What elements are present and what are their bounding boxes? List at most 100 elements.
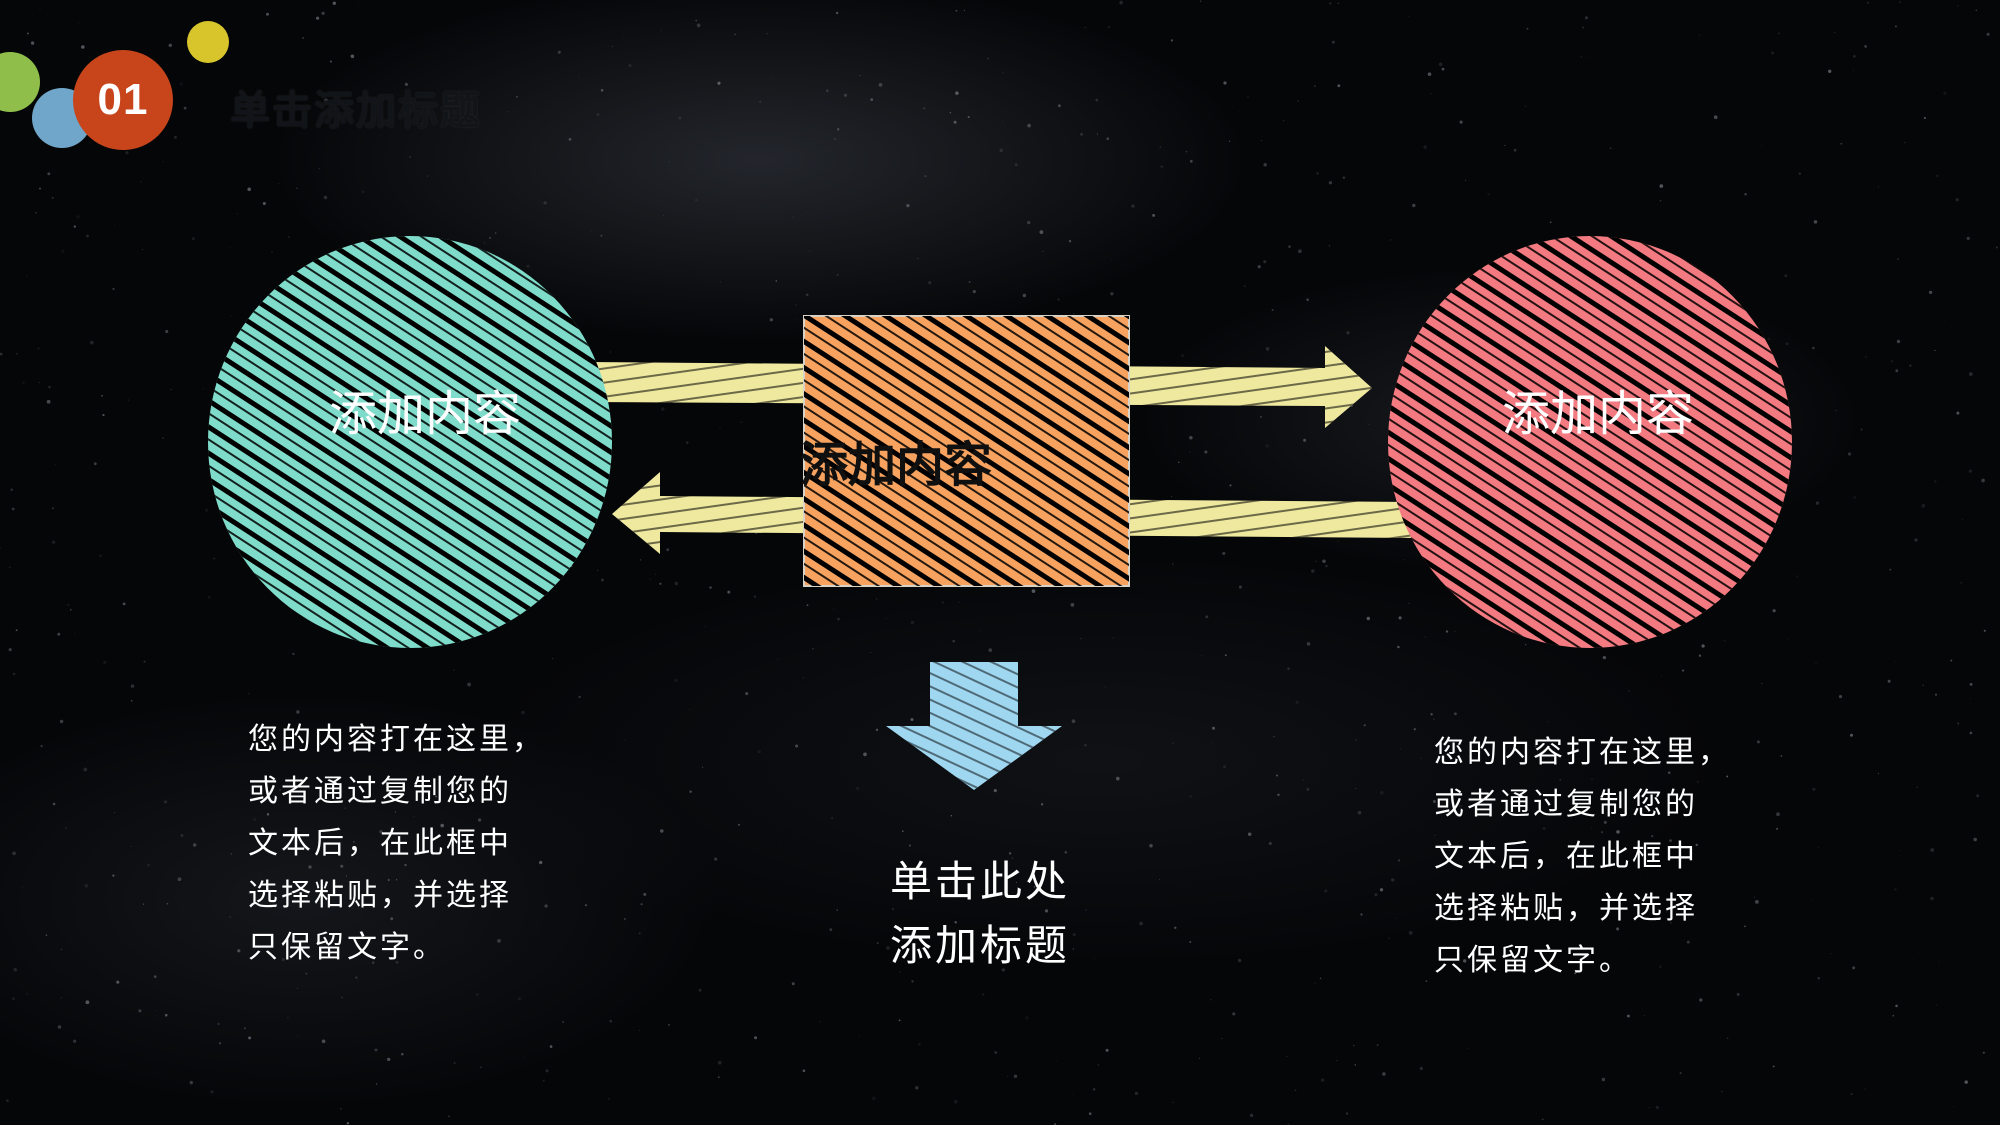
chalk-speck bbox=[1403, 559, 1405, 561]
chalk-speck bbox=[1134, 1091, 1139, 1096]
chalk-speck bbox=[660, 829, 664, 833]
chalk-speck bbox=[1085, 909, 1088, 912]
chalk-speck bbox=[544, 904, 548, 908]
chalk-speck bbox=[355, 976, 358, 979]
chalk-speck bbox=[262, 201, 266, 206]
chalk-speck bbox=[1093, 1088, 1096, 1091]
chalk-speck bbox=[143, 660, 146, 663]
chalk-speck bbox=[116, 980, 120, 984]
center-title[interactable]: 单击此处 添加标题 bbox=[890, 850, 1130, 978]
chalk-speck bbox=[1580, 55, 1583, 58]
chalk-speck bbox=[168, 43, 172, 47]
chalk-speck bbox=[1463, 959, 1467, 963]
chalk-speck bbox=[660, 30, 662, 32]
chalk-speck bbox=[885, 617, 887, 619]
chalk-speck bbox=[1975, 9, 1978, 12]
right-circle-label[interactable]: 添加内容 bbox=[1502, 386, 1695, 442]
chalk-speck bbox=[1013, 1074, 1018, 1079]
chalk-speck bbox=[1055, 1060, 1057, 1062]
chalk-speck bbox=[1894, 660, 1897, 663]
chalk-speck bbox=[338, 894, 342, 897]
left-description[interactable]: 您的内容打在这里， 或者通过复制您的 文本后，在此框中 选择粘贴，并选择 只保留… bbox=[248, 714, 568, 974]
chalk-speck bbox=[1106, 137, 1110, 140]
chalk-speck bbox=[1928, 290, 1933, 295]
chalk-speck bbox=[1345, 1112, 1349, 1115]
chalk-speck bbox=[93, 462, 97, 466]
chalk-speck bbox=[1608, 796, 1611, 800]
chalk-speck bbox=[836, 273, 839, 276]
chalk-speck bbox=[623, 35, 625, 38]
chalk-speck bbox=[898, 970, 901, 973]
chalk-speck bbox=[779, 842, 781, 844]
chalk-speck bbox=[972, 289, 976, 294]
chalk-speck bbox=[1198, 1057, 1200, 1059]
slide-title[interactable]: 单击添加标题 bbox=[230, 88, 482, 134]
chalk-speck bbox=[59, 719, 64, 724]
chalk-speck bbox=[1591, 827, 1593, 828]
chalk-speck bbox=[166, 902, 169, 905]
chalk-speck bbox=[1864, 45, 1867, 48]
chalk-speck bbox=[584, 904, 587, 907]
chalk-speck bbox=[1669, 839, 1672, 842]
chalk-speck bbox=[1976, 794, 1980, 798]
chalk-speck bbox=[1271, 308, 1274, 312]
chalk-speck bbox=[1432, 800, 1436, 803]
chalk-speck bbox=[84, 883, 89, 888]
chalk-speck bbox=[955, 9, 958, 12]
chalk-speck bbox=[1681, 912, 1683, 914]
chalk-speck bbox=[1313, 85, 1316, 88]
chalk-speck bbox=[1928, 403, 1930, 405]
chalk-speck bbox=[1159, 146, 1162, 149]
chalk-speck bbox=[1525, 105, 1527, 107]
chalk-speck bbox=[1459, 804, 1462, 808]
chalk-speck bbox=[1084, 744, 1087, 747]
chalk-speck bbox=[1541, 1118, 1544, 1121]
chalk-speck bbox=[1565, 987, 1567, 989]
chalk-speck bbox=[1897, 258, 1900, 261]
chalk-speck bbox=[812, 647, 814, 650]
chalk-speck bbox=[74, 633, 76, 635]
chalk-speck bbox=[1189, 159, 1193, 163]
chalk-speck bbox=[549, 1045, 553, 1048]
chalk-speck bbox=[1682, 669, 1685, 672]
chalk-speck bbox=[1968, 469, 1972, 473]
chalk-speck bbox=[1453, 712, 1457, 716]
chalk-speck bbox=[924, 175, 927, 178]
left-circle-label[interactable]: 添加内容 bbox=[329, 386, 522, 442]
right-description[interactable]: 您的内容打在这里， 或者通过复制您的 文本后，在此框中 选择粘贴，并选择 只保留… bbox=[1434, 727, 1754, 987]
chalk-speck bbox=[60, 997, 62, 999]
chalk-speck bbox=[1921, 504, 1926, 508]
chalk-speck bbox=[870, 651, 872, 653]
chalk-speck bbox=[521, 710, 525, 715]
left-description-line: 文本后，在此框中 bbox=[248, 826, 512, 861]
chalk-speck bbox=[875, 728, 879, 732]
chalk-speck bbox=[1584, 16, 1589, 20]
chalk-speck bbox=[40, 744, 43, 748]
chalk-speck bbox=[661, 407, 665, 411]
chalk-speck bbox=[122, 602, 126, 606]
chalk-speck bbox=[1303, 438, 1307, 442]
chalk-speck bbox=[55, 464, 56, 465]
chalk-speck bbox=[1736, 992, 1740, 996]
chalk-speck bbox=[477, 818, 482, 822]
chalk-speck bbox=[539, 860, 543, 865]
chalk-speck bbox=[395, 960, 399, 964]
chalk-speck bbox=[281, 957, 285, 962]
chalk-speck bbox=[1699, 998, 1703, 1002]
chalk-speck bbox=[1139, 921, 1143, 926]
chalk-speck bbox=[1892, 1014, 1895, 1017]
chalk-speck bbox=[332, 1, 336, 5]
chalk-speck bbox=[674, 581, 679, 586]
chalk-speck bbox=[562, 1021, 564, 1023]
center-box-label[interactable]: 添加内容 bbox=[800, 437, 993, 493]
chalk-speck bbox=[1602, 655, 1607, 660]
chalk-speck bbox=[130, 684, 135, 688]
chalk-speck bbox=[911, 947, 913, 948]
chalk-speck bbox=[1850, 1093, 1853, 1096]
chalk-speck bbox=[745, 692, 749, 696]
chalk-speck bbox=[177, 877, 182, 882]
chalk-speck bbox=[81, 45, 85, 49]
chalk-speck bbox=[1178, 461, 1180, 463]
chalk-speck bbox=[310, 672, 312, 674]
chalk-speck bbox=[831, 817, 834, 819]
